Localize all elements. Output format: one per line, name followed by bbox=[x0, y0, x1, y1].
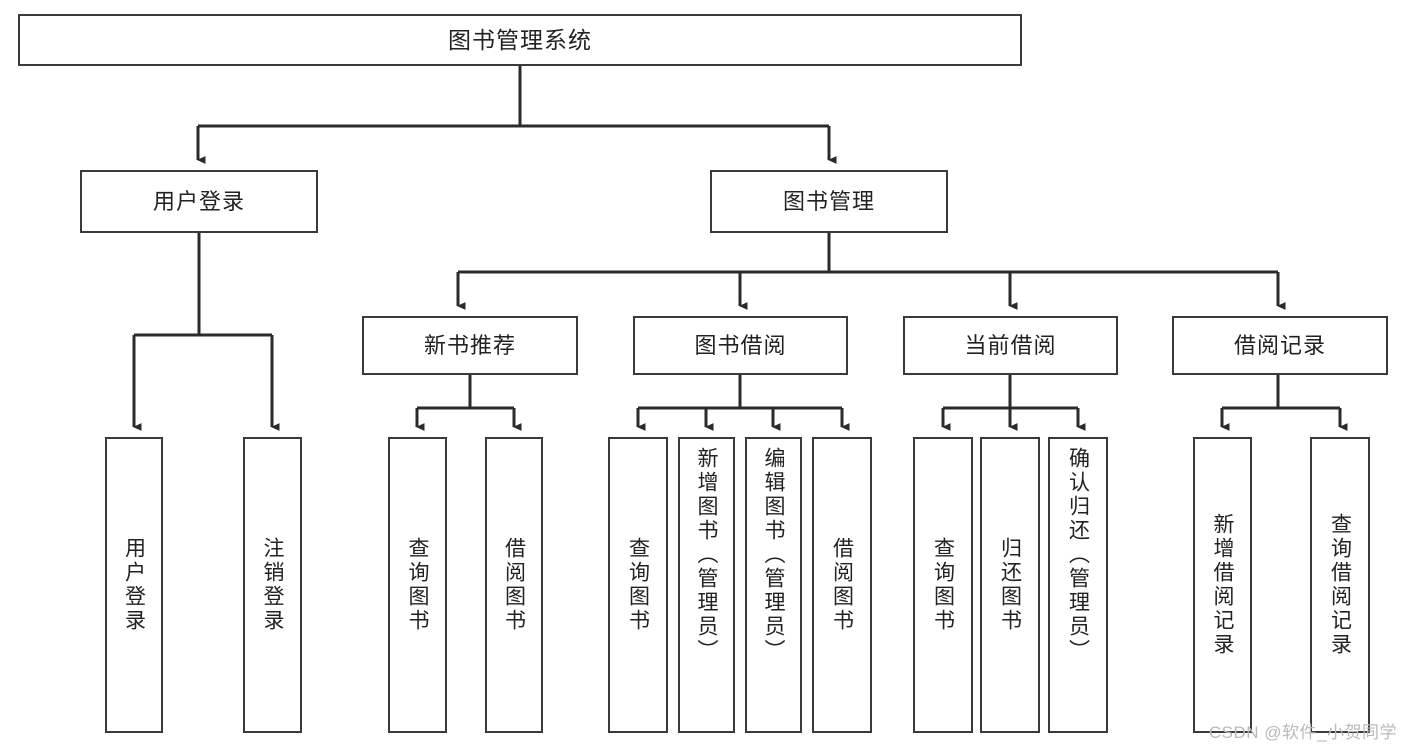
leaf-borrow-book[interactable]: 借阅图书 bbox=[812, 437, 872, 733]
node-label: 新增图书（管理员） bbox=[695, 447, 719, 663]
node-label: 编辑图书（管理员） bbox=[762, 447, 786, 663]
leaf-confirm-return-admin[interactable]: 确认归还（管理员） bbox=[1048, 437, 1108, 733]
node-label: 查询图书 bbox=[931, 537, 955, 633]
node-borrow-record[interactable]: 借阅记录 bbox=[1172, 316, 1388, 375]
node-root-system[interactable]: 图书管理系统 bbox=[18, 14, 1022, 66]
node-label: 图书管理系统 bbox=[448, 26, 592, 53]
node-label: 借阅图书 bbox=[502, 537, 526, 633]
node-label: 借阅图书 bbox=[830, 537, 854, 633]
node-label: 用户登录 bbox=[122, 537, 146, 633]
node-label: 查询图书 bbox=[406, 537, 430, 633]
leaf-borrow-book-recommend[interactable]: 借阅图书 bbox=[485, 437, 543, 733]
node-label: 新增借阅记录 bbox=[1211, 513, 1235, 657]
leaf-query-book-borrow[interactable]: 查询图书 bbox=[608, 437, 668, 733]
leaf-add-book-admin[interactable]: 新增图书（管理员） bbox=[678, 437, 735, 733]
leaf-return-book[interactable]: 归还图书 bbox=[980, 437, 1040, 733]
node-label: 新书推荐 bbox=[423, 332, 516, 358]
node-label: 图书管理 bbox=[782, 188, 875, 214]
node-label: 图书借阅 bbox=[694, 332, 787, 358]
leaf-query-book-current[interactable]: 查询图书 bbox=[913, 437, 973, 733]
leaf-query-borrow-record[interactable]: 查询借阅记录 bbox=[1310, 437, 1370, 733]
node-label: 当前借阅 bbox=[964, 332, 1057, 358]
leaf-query-book-recommend[interactable]: 查询图书 bbox=[388, 437, 447, 733]
node-label: 归还图书 bbox=[998, 537, 1022, 633]
leaf-user-login[interactable]: 用户登录 bbox=[105, 437, 163, 733]
watermark: CSDN @软件_小贺同学 bbox=[1208, 723, 1397, 742]
leaf-add-borrow-record[interactable]: 新增借阅记录 bbox=[1193, 437, 1252, 733]
node-book-management[interactable]: 图书管理 bbox=[710, 170, 948, 233]
node-current-borrow[interactable]: 当前借阅 bbox=[903, 316, 1118, 375]
node-label: 查询图书 bbox=[626, 537, 650, 633]
node-label: 确认归还（管理员） bbox=[1066, 447, 1090, 663]
node-book-borrow[interactable]: 图书借阅 bbox=[633, 316, 848, 375]
node-label: 查询借阅记录 bbox=[1328, 513, 1352, 657]
leaf-edit-book-admin[interactable]: 编辑图书（管理员） bbox=[745, 437, 802, 733]
node-label: 借阅记录 bbox=[1233, 332, 1326, 358]
leaf-logout[interactable]: 注销登录 bbox=[243, 437, 302, 733]
node-label: 注销登录 bbox=[261, 537, 285, 633]
node-new-book-recommend[interactable]: 新书推荐 bbox=[362, 316, 578, 375]
node-user-login[interactable]: 用户登录 bbox=[80, 170, 318, 233]
node-label: 用户登录 bbox=[152, 188, 245, 214]
